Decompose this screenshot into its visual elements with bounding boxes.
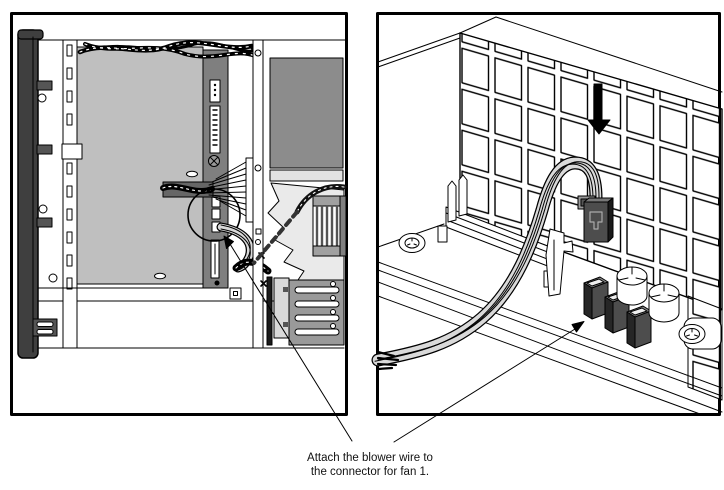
card-edge-strip — [202, 49, 229, 289]
bezel-tab — [36, 144, 53, 155]
capacitor — [648, 283, 680, 323]
caption: Attach the blower wire to the connector … — [250, 451, 490, 479]
latch-left — [447, 180, 457, 223]
board-connector — [583, 276, 609, 320]
bezel-clip — [32, 318, 58, 337]
fan-cable — [252, 183, 347, 265]
board-hole — [186, 170, 198, 178]
screw-dot — [214, 280, 220, 286]
platform-standoff — [398, 233, 426, 253]
blower-cable — [375, 162, 599, 371]
chassis-hole — [48, 273, 58, 283]
board-notch — [61, 143, 83, 160]
highlight-circle — [187, 188, 241, 242]
right-panel — [375, 12, 723, 416]
bezel-tab — [36, 217, 53, 228]
floor-screw — [678, 317, 722, 350]
fan-header-connectors — [211, 196, 221, 233]
leader-lines — [223, 235, 585, 443]
board-hole — [154, 272, 166, 280]
drive-cage — [266, 276, 345, 346]
blower-wire-curve — [216, 222, 272, 275]
leader-line-left — [229, 243, 353, 442]
bezel-tab — [36, 80, 53, 91]
mount-hole-square — [229, 287, 242, 300]
leader-arrow-left-icon — [223, 235, 234, 249]
latch-left — [458, 174, 468, 217]
left-panel — [10, 12, 348, 416]
platform-edges — [377, 223, 723, 415]
caption-line-1: Attach the blower wire to — [307, 452, 433, 464]
rail-foot — [437, 225, 448, 243]
center-rail — [252, 39, 267, 349]
leader-arrow-right-icon — [571, 321, 585, 333]
blower-fan — [312, 195, 347, 257]
bay-light-strip — [269, 169, 344, 182]
capacitor — [616, 266, 648, 306]
latch-right — [545, 228, 574, 297]
chassis-bezel — [17, 29, 58, 359]
mounting-rail — [62, 39, 78, 349]
system-board — [76, 46, 204, 285]
caption-line-2: the connector for fan 1. — [310, 466, 430, 478]
leader-line-right — [393, 328, 576, 443]
fan-cable-connector — [577, 195, 614, 243]
drive-bay — [269, 57, 344, 169]
board-connector — [626, 305, 652, 349]
cable-fray — [376, 350, 400, 371]
chassis-hole — [38, 204, 48, 214]
down-arrow-icon — [587, 83, 611, 135]
chassis-hole — [37, 93, 47, 103]
